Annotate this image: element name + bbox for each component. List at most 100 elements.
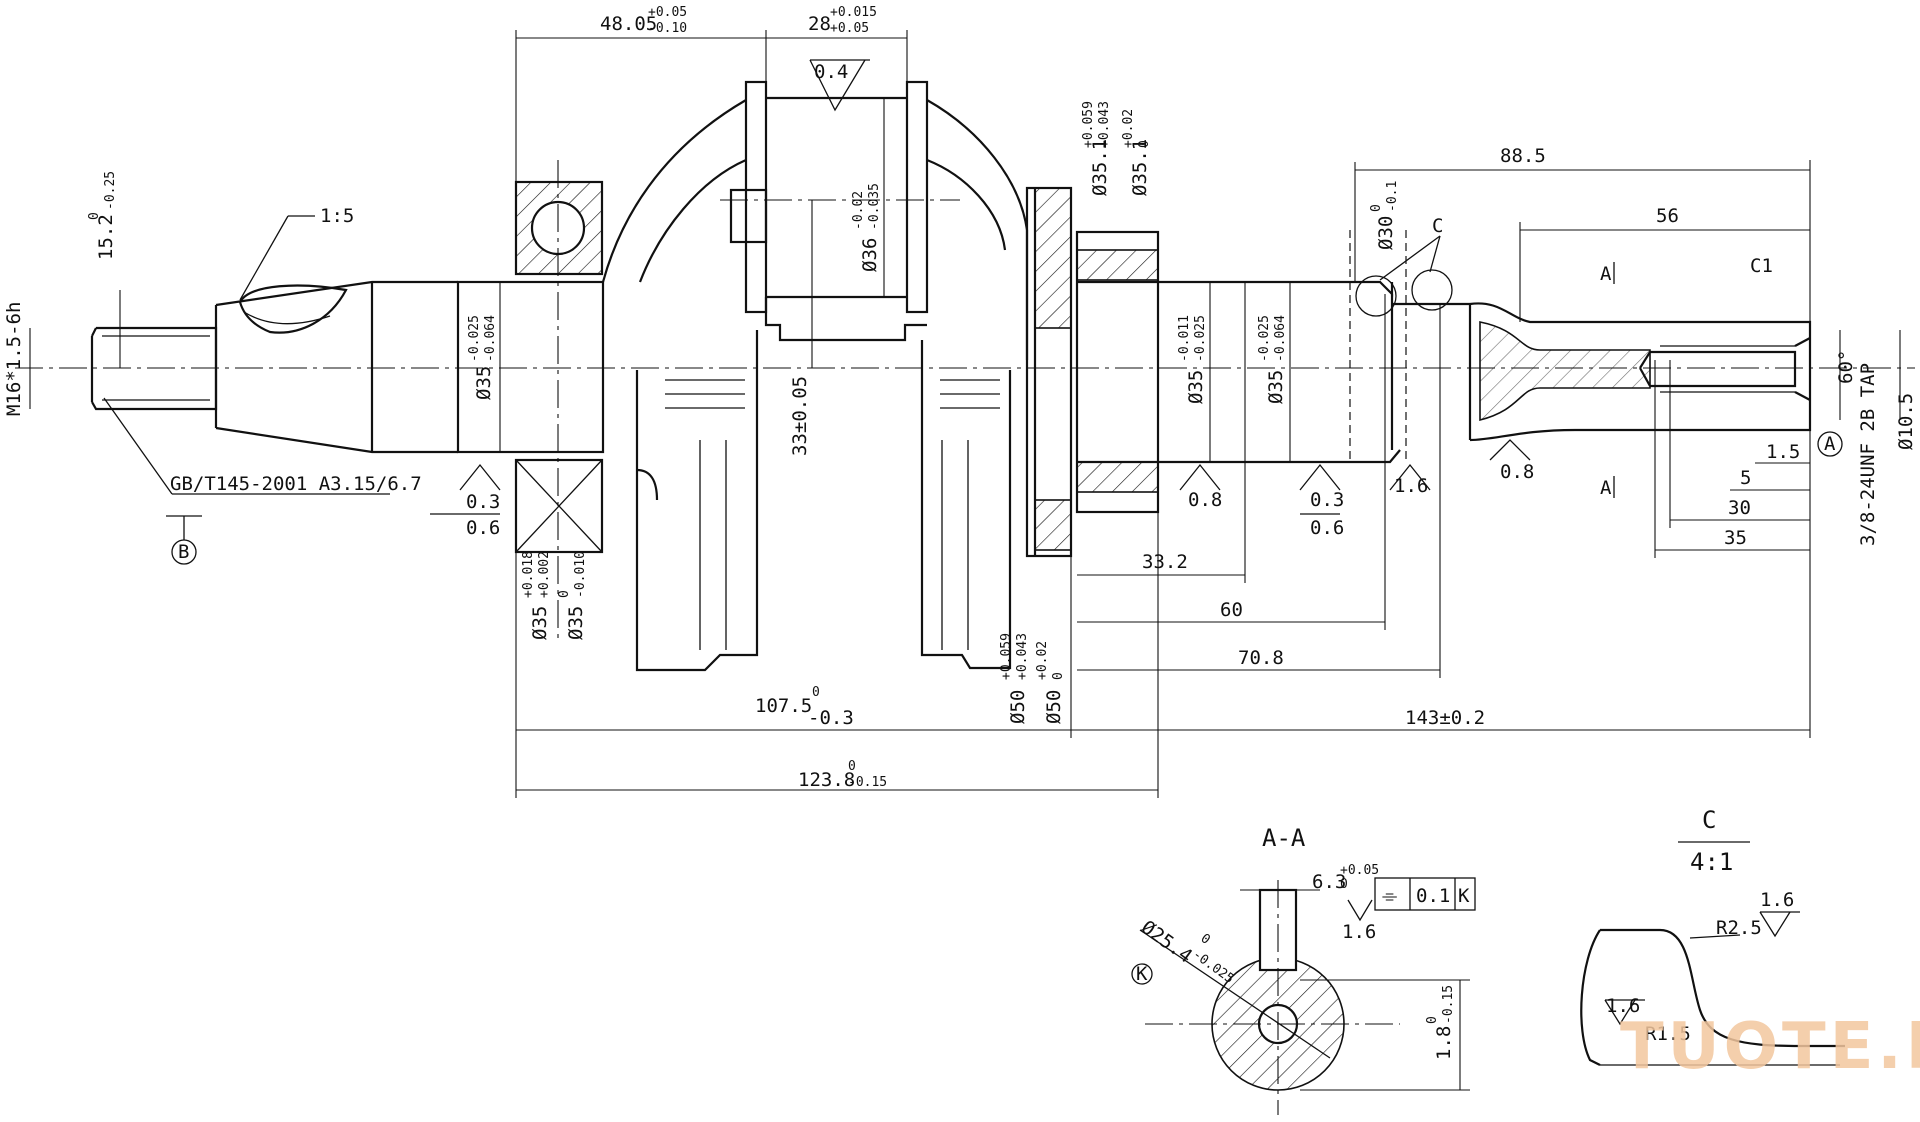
gear-section: [1075, 230, 1160, 514]
dim-1-5: 1.5: [1766, 441, 1800, 463]
dim-48-05: 48.05: [600, 13, 657, 35]
dim-28: 28: [808, 13, 831, 35]
datum-a: A: [1824, 433, 1836, 455]
callout-c: C: [1432, 215, 1443, 237]
dim-phi50-a-tol-up: +0.059: [999, 633, 1014, 680]
dim-143: 143±0.2: [1405, 707, 1485, 729]
section-aa-diameter-tol-up: 0: [1198, 931, 1213, 948]
dim-phi35-1-a-tol-low: +0.043: [1097, 101, 1112, 148]
dim-15-2-tol-low: -0.25: [103, 171, 118, 210]
gb-standard: GB/T145-2001 A3.15/6.7: [170, 473, 422, 495]
section-aa-tolerance: 0.1: [1416, 885, 1450, 907]
section-aa-depth-tol-low: -0.15: [1441, 985, 1456, 1024]
roughness-0-3-left: 0.3: [466, 491, 500, 513]
detail-c-roughness-left: 1.6: [1606, 995, 1640, 1017]
dim-phi36: Ø36: [859, 238, 881, 272]
dim-107-5-tol-low: -0.3: [808, 707, 854, 729]
dim-phi30-tol-up: 0: [1369, 204, 1384, 212]
section-a-label-top: A: [1600, 263, 1612, 285]
dim-56: 56: [1656, 205, 1679, 227]
flange: [1025, 186, 1073, 558]
dim-phi35-1-a-tol-up: +0.059: [1081, 101, 1096, 148]
dim-123-8-tol-up: 0: [848, 759, 856, 774]
dim-123-8: 123.8: [798, 769, 855, 791]
dim-phi35-b-tol-low: -0.025: [1193, 315, 1208, 362]
dim-phi30-tol-low: -0.1: [1385, 181, 1400, 212]
dim-88-5: 88.5: [1500, 145, 1546, 167]
section-aa-diameter: Ø25.4: [1137, 916, 1196, 967]
dim-phi35-d: Ø35: [529, 606, 551, 640]
dim-phi35-1-b-tol-up: +0.02: [1121, 109, 1136, 148]
dim-phi35-a: Ø35: [473, 366, 495, 400]
angle-60: 60°: [1835, 350, 1857, 384]
section-a-label-bottom: A: [1600, 477, 1612, 499]
dim-phi36-tol-up: -0.02: [851, 191, 866, 230]
tap-spec: 3/8-24UNF 2B TAP: [1857, 363, 1879, 546]
detail-c-view: [1580, 841, 1845, 1066]
datum-b: B: [178, 541, 189, 563]
detail-c-scale: 4:1: [1690, 848, 1733, 876]
dim-15-2-tol-up: 0: [87, 212, 102, 220]
dim-28-tol-up: +0.015: [830, 5, 877, 20]
dim-phi35-d-tol-low: +0.002: [537, 551, 552, 598]
dim-107-5: 107.5: [755, 695, 812, 717]
roughness-0-6-left: 0.6: [466, 517, 500, 539]
dim-phi35-a-tol-low: -0.064: [483, 315, 498, 362]
dim-phi50-a-tol-low: +0.043: [1015, 633, 1030, 680]
dim-phi35-c-tol-low: -0.064: [1273, 315, 1288, 362]
thread-m16: M16*1.5-6h: [3, 302, 25, 416]
detail-c-radius-small: R1.5: [1645, 1023, 1691, 1045]
section-aa-keyway-tol-low: 0: [1340, 877, 1348, 892]
dim-33: 33±0.05: [789, 376, 811, 456]
dim-phi35-d-tol-up: +0.018: [521, 551, 536, 598]
roughness-0-8-b: 0.8: [1500, 461, 1534, 483]
dim-15-2: 15.2: [95, 214, 117, 260]
dim-phi50-b-tol-low: 0: [1051, 672, 1066, 680]
dim-phi30: Ø30: [1375, 216, 1397, 250]
dim-phi35-e: Ø35: [565, 606, 587, 640]
dim-70-8: 70.8: [1238, 647, 1284, 669]
dim-phi35-1-a: Ø35.1: [1089, 139, 1111, 196]
section-aa-view: [1131, 877, 1476, 1115]
dim-phi35-e-tol-low: -0.010: [573, 551, 588, 598]
dim-phi35-c: Ø35: [1265, 370, 1287, 404]
dim-phi35-a-tol-up: -0.025: [467, 315, 482, 362]
roughness-0-8-a: 0.8: [1188, 489, 1222, 511]
section-aa-datum: K: [1458, 885, 1470, 907]
dim-30: 30: [1728, 497, 1751, 519]
detail-c-radius-large: R2.5: [1716, 917, 1762, 939]
bearing-left: [456, 160, 605, 640]
section-aa-diameter-tol-low: -0.025: [1190, 947, 1237, 987]
section-aa-roughness: 1.6: [1342, 921, 1376, 943]
crank-webs: [601, 80, 1029, 672]
roughness-0-6-right: 0.6: [1310, 517, 1344, 539]
detail-c-title: C: [1702, 806, 1716, 834]
dim-phi35-c-tol-up: -0.025: [1257, 315, 1272, 362]
chamfer-c1: C1: [1750, 255, 1773, 277]
dim-phi50-b-tol-up: +0.02: [1035, 641, 1050, 680]
dim-phi35-1-b-tol-low: 0: [1137, 140, 1152, 148]
section-aa-keyway-tol-up: +0.05: [1340, 863, 1379, 878]
dim-phi50-a: Ø50: [1007, 690, 1029, 724]
right-shaft: [1158, 230, 1812, 464]
dim-48-05-tol-low: -0.10: [648, 21, 687, 36]
roughness-1-6-a: 1.6: [1394, 475, 1428, 497]
roughness-symbols: [430, 59, 1531, 515]
dim-35: 35: [1724, 527, 1747, 549]
watermark-logo: TUOTE.FI: [1620, 1010, 1920, 1084]
section-aa-datum-k: K: [1136, 963, 1148, 985]
section-aa-title: A-A: [1262, 824, 1306, 852]
dim-phi35-b: Ø35: [1185, 370, 1207, 404]
dim-123-8-tol-low: -0.15: [848, 775, 887, 790]
roughness-0-3-right: 0.3: [1310, 489, 1344, 511]
section-aa-depth-tol-up: 0: [1425, 1016, 1440, 1024]
taper-ratio: 1:5: [320, 205, 354, 227]
dim-33-2: 33.2: [1142, 551, 1188, 573]
detail-c-roughness-top: 1.6: [1760, 889, 1794, 911]
section-aa-depth: 1.8: [1433, 1026, 1455, 1060]
dim-phi35-e-tol-up: 0: [557, 590, 572, 598]
dim-phi36-tol-low: -0.035: [867, 183, 882, 230]
dim-phi35-b-tol-up: -0.011: [1177, 315, 1192, 362]
dim-5: 5: [1740, 467, 1751, 489]
